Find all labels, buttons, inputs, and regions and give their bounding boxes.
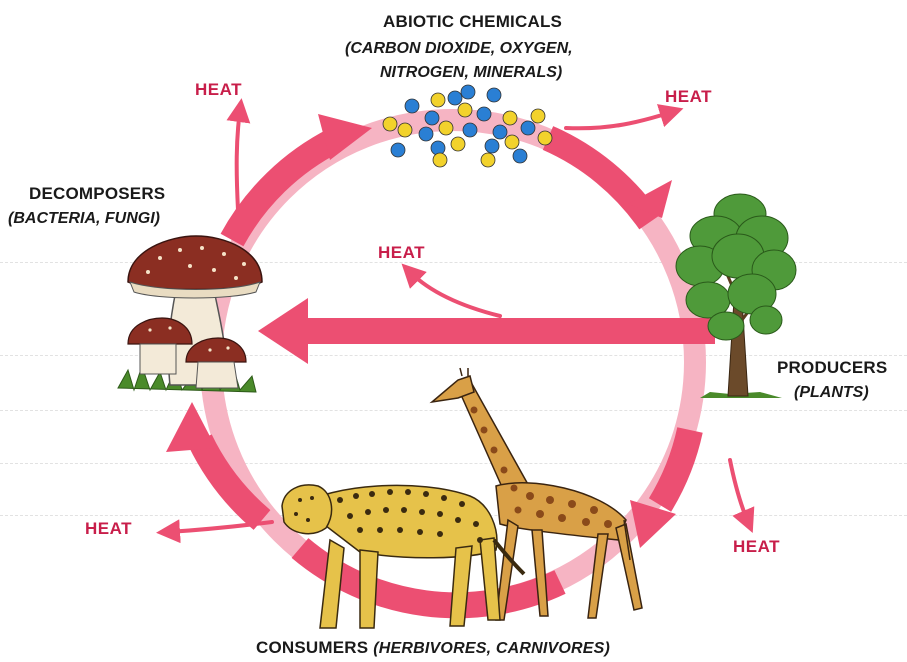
heat-label-middle: HEAT (378, 243, 425, 263)
heat-arrow-middle (410, 272, 500, 316)
heat-label-decomposers: HEAT (195, 80, 242, 100)
arc-decomposers-to-abiotic (232, 140, 335, 240)
heat-label-abiotic: HEAT (665, 87, 712, 107)
heat-arrow-decomposers (237, 110, 240, 210)
abiotic-title: ABIOTIC CHEMICALS (383, 12, 562, 32)
mushroom-icon (118, 236, 262, 392)
decomposers-subtitle: (BACTERIA, FUNGI) (8, 210, 160, 228)
heat-arrow-producers (730, 460, 748, 522)
heat-arrow-abiotic (566, 112, 672, 128)
heat-label-producers: HEAT (733, 537, 780, 557)
producers-subtitle: (PLANTS) (794, 384, 869, 402)
producers-title: PRODUCERS (777, 358, 887, 378)
heat-label-consumers: HEAT (85, 519, 132, 539)
consumers-title: CONSUMERS (256, 638, 368, 657)
abiotic-subtitle-line2: NITROGEN, MINERALS) (380, 64, 562, 82)
decomposers-title: DECOMPOSERS (29, 184, 165, 204)
consumers-subtitle: (HERBIVORES, CARNIVORES) (373, 640, 610, 657)
consumers-label: CONSUMERS (HERBIVORES, CARNIVORES) (256, 638, 610, 658)
abiotic-subtitle-line1: (CARBON DIOXIDE, OXYGEN, (345, 40, 573, 58)
arrow-producers-to-decomposers (258, 298, 715, 364)
molecule-icon (383, 85, 552, 167)
arc-abiotic-to-producers (548, 138, 650, 222)
heat-arrow-consumers (168, 522, 272, 532)
